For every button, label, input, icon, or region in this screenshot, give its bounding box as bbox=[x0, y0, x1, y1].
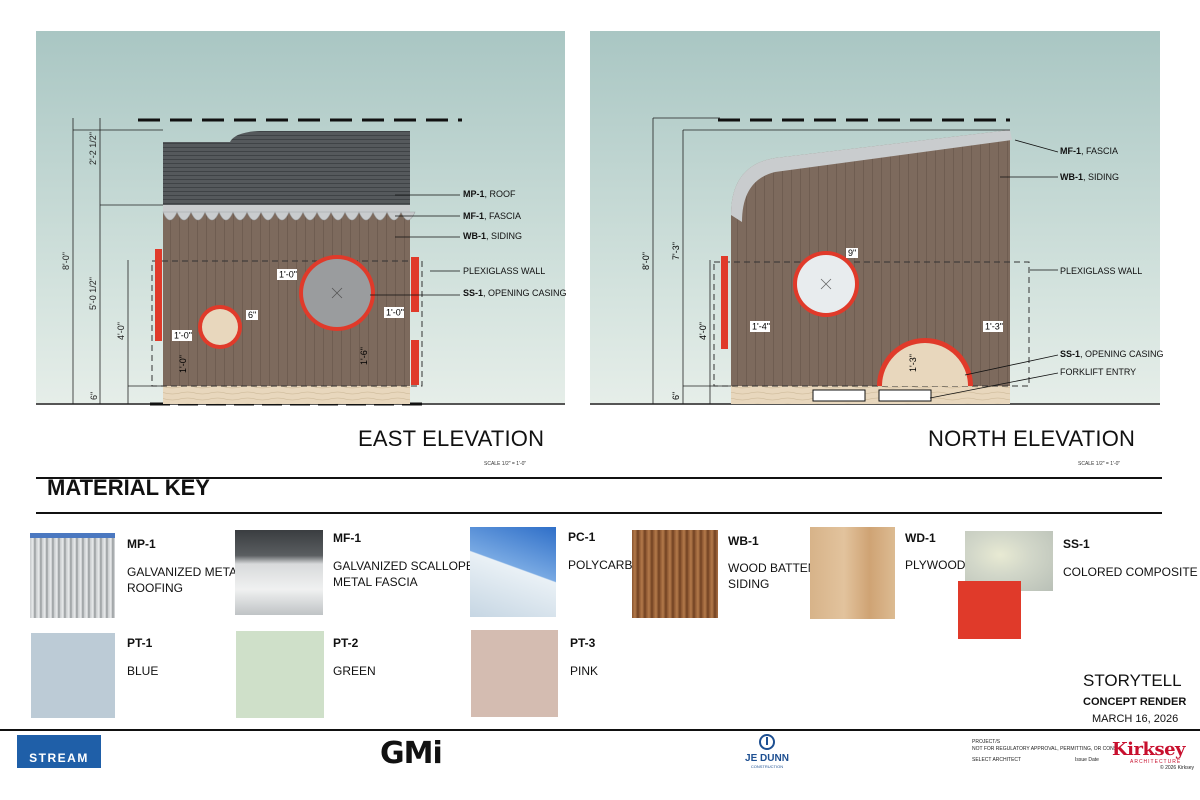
north-callout-forklift: FORKLIFT ENTRY bbox=[1060, 367, 1137, 377]
stream-logo-text: STREAM bbox=[29, 751, 89, 765]
mf1-code: MF-1 bbox=[333, 531, 361, 545]
svg-text:7'-3": 7'-3" bbox=[671, 242, 681, 260]
north-elevation-drawing: 8'-0" 7'-3" 4'-0" 6" 9" 1'-4" 1'-3" 1'-3… bbox=[590, 117, 1160, 405]
pt1-code: PT-1 bbox=[127, 636, 153, 650]
north-elevation-scale: SCALE 1/2" = 1'-0" bbox=[1078, 461, 1121, 467]
divider-top bbox=[36, 477, 1162, 479]
pc1-code: PC-1 bbox=[568, 530, 596, 544]
stream-logo: STREAM bbox=[17, 735, 101, 768]
pt1-swatch bbox=[31, 633, 115, 718]
east-callout-roof: MP-1, ROOF bbox=[463, 189, 516, 199]
pt2-name: GREEN bbox=[333, 664, 376, 678]
east-elevation-drawing: 2'-2 1/2" 8'-0" 5'-0 1/2" 4'-0" 6" 1'-0"… bbox=[36, 118, 565, 406]
divider-footer bbox=[0, 729, 1200, 731]
svg-text:1'-6": 1'-6" bbox=[359, 347, 369, 365]
project-name: STORYTELL bbox=[1083, 671, 1182, 690]
jedunn-mark-icon bbox=[759, 734, 775, 750]
divider-mid bbox=[36, 512, 1162, 514]
material-key-title: MATERIAL KEY bbox=[47, 475, 210, 500]
wd1-code: WD-1 bbox=[905, 531, 936, 545]
mp1-swatch bbox=[30, 533, 115, 618]
project-date: MARCH 16, 2026 bbox=[1092, 713, 1179, 725]
wb1-name: WOOD BATTEN SIDING bbox=[728, 561, 817, 591]
north-callout-fascia: MF-1, FASCIA bbox=[1060, 146, 1119, 156]
pt1-name: BLUE bbox=[127, 664, 159, 678]
pt3-swatch bbox=[471, 630, 558, 717]
wb1-code: WB-1 bbox=[728, 534, 759, 548]
svg-text:4'-0": 4'-0" bbox=[698, 322, 708, 340]
wd1-swatch bbox=[810, 527, 895, 619]
pc1-swatch bbox=[470, 527, 556, 617]
north-elevation-title: NORTH ELEVATION bbox=[928, 426, 1136, 451]
north-callout-casing: SS-1, OPENING CASING bbox=[1060, 349, 1164, 359]
svg-text:1'-0": 1'-0" bbox=[386, 308, 404, 318]
east-callout-fascia: MF-1, FASCIA bbox=[463, 211, 522, 221]
svg-text:1'-3": 1'-3" bbox=[908, 354, 918, 372]
east-elevation-scale: SCALE 1/2" = 1'-0" bbox=[484, 461, 527, 467]
pt3-name: PINK bbox=[570, 664, 599, 678]
mp1-sky bbox=[30, 533, 115, 538]
ss1-swatch-color bbox=[958, 581, 1021, 639]
mp1-code: MP-1 bbox=[127, 537, 156, 551]
kirksey-logo: Kirksey bbox=[1112, 739, 1185, 760]
east-callout-casing: SS-1, OPENING CASING bbox=[463, 288, 567, 298]
mp1-name: GALVANIZED METAL ROOFING bbox=[127, 565, 244, 595]
east-dim-1: 2'-2 1/2" bbox=[88, 132, 98, 165]
disclaimer: NOT FOR REGULATORY APPROVAL, PERMITTING,… bbox=[972, 746, 1117, 752]
ss1-name: COLORED COMPOSITE bbox=[1063, 565, 1198, 579]
copyright: © 2026 Kirksey bbox=[1160, 765, 1194, 771]
east-elevation-title: EAST ELEVATION bbox=[358, 426, 545, 451]
ss1-code: SS-1 bbox=[1063, 537, 1090, 551]
mf1-swatch bbox=[235, 530, 323, 615]
mf1-name: GALVANIZED SCALLOPED METAL FASCIA bbox=[333, 559, 483, 589]
wd1-name: PLYWOOD bbox=[905, 558, 966, 572]
select-architect: SELECT ARCHITECT bbox=[972, 757, 1022, 763]
project-label: PROJECT/S bbox=[972, 739, 1001, 745]
jedunn-logo: JE DUNN CONSTRUCTION bbox=[727, 734, 807, 770]
north-callout-plexiglass: PLEXIGLASS WALL bbox=[1060, 266, 1143, 276]
svg-text:1'-3": 1'-3" bbox=[985, 322, 1003, 332]
kirksey-sub: ARCHITECTURE bbox=[1130, 759, 1182, 765]
issue-date-label: Issue Date bbox=[1075, 757, 1099, 763]
jedunn-logo-text: JE DUNN bbox=[745, 753, 789, 764]
east-callout-siding: WB-1, SIDING bbox=[463, 231, 523, 241]
svg-text:1'-0": 1'-0" bbox=[178, 355, 188, 373]
east-dim-3: 5'-0 1/2" bbox=[88, 277, 98, 310]
north-callout-siding: WB-1, SIDING bbox=[1060, 172, 1120, 182]
east-dim-4: 4'-0" bbox=[116, 322, 126, 340]
svg-text:6": 6" bbox=[671, 392, 681, 400]
pt2-swatch bbox=[236, 631, 324, 718]
project-subtitle: CONCEPT RENDER bbox=[1083, 696, 1187, 708]
gmi-logo: GMi bbox=[380, 736, 443, 771]
pt2-code: PT-2 bbox=[333, 636, 359, 650]
wb1-swatch bbox=[632, 530, 718, 618]
svg-text:1'-0": 1'-0" bbox=[174, 331, 192, 341]
svg-text:1'-0": 1'-0" bbox=[279, 270, 297, 280]
pt3-code: PT-3 bbox=[570, 636, 596, 650]
svg-text:8'-0": 8'-0" bbox=[641, 252, 651, 270]
jedunn-logo-sub: CONSTRUCTION bbox=[750, 764, 784, 769]
pc1-name: POLYCARB bbox=[568, 558, 633, 572]
east-dim-2: 8'-0" bbox=[61, 252, 71, 270]
svg-text:9": 9" bbox=[848, 248, 856, 258]
svg-text:6": 6" bbox=[248, 310, 256, 320]
east-dim-5: 6" bbox=[89, 392, 99, 400]
east-callout-plexiglass: PLEXIGLASS WALL bbox=[463, 266, 546, 276]
svg-text:1'-4": 1'-4" bbox=[752, 322, 770, 332]
